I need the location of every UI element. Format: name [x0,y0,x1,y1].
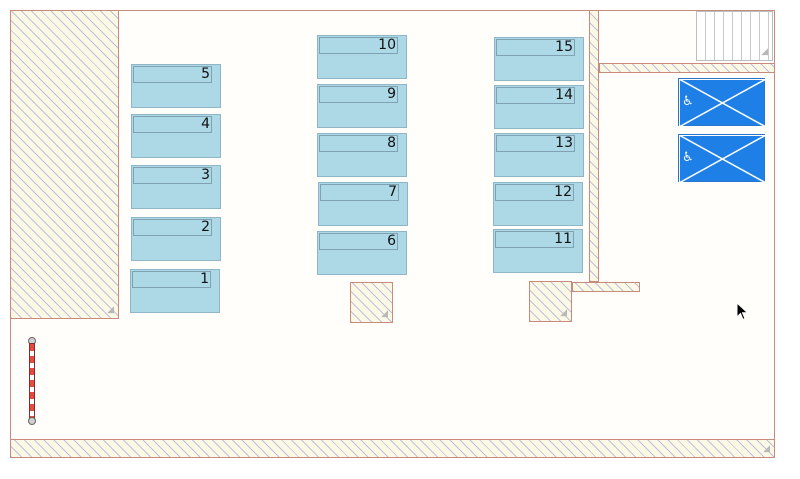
space-label-box [319,86,398,103]
accessible-parking-space[interactable]: ♿ [678,134,766,183]
space-number: 4 [201,116,210,132]
barrier-bottom-cap [28,417,36,425]
parking-space[interactable]: 15 [494,37,584,81]
space-number: 10 [378,37,396,53]
space-number: 14 [555,87,573,103]
top-right-ledge[interactable] [599,63,775,73]
space-label-box [495,184,574,201]
space-number: 13 [555,135,573,151]
space-label-box [496,135,575,152]
space-label-box [496,39,575,56]
space-number: 1 [200,271,209,287]
space-label-box [133,167,212,184]
space-number: 2 [201,219,210,235]
space-number: 15 [555,39,573,55]
resize-grip-icon[interactable]: ◢ [560,308,567,318]
parking-space[interactable]: 14 [494,85,584,129]
parking-space[interactable]: 9 [317,84,407,128]
bottom-wall[interactable]: ◢ [10,439,775,458]
small-ledge[interactable] [572,282,640,292]
resize-grip-icon[interactable]: ◢ [763,444,770,454]
space-number: 3 [201,167,210,183]
space-label-box [132,271,211,288]
space-number: 11 [554,231,572,247]
resize-grip-icon[interactable]: ◢ [107,305,114,315]
resize-grip-icon[interactable]: ◢ [381,309,388,319]
space-label-box [495,231,574,248]
parking-space[interactable]: 3 [131,165,221,209]
pillar-center[interactable]: ◢ [350,282,393,323]
left-building-block[interactable]: ◢ [10,10,119,319]
space-label-box [496,87,575,104]
wheelchair-icon: ♿ [682,94,694,109]
accessible-parking-space[interactable]: ♿ [678,78,766,127]
parking-space[interactable]: 13 [494,133,584,177]
mouse-cursor-icon [736,302,749,321]
wheelchair-icon: ♿ [682,150,694,165]
vertical-divider-wall[interactable] [589,10,599,282]
parking-space[interactable]: 5 [131,64,221,108]
parking-space[interactable]: 12 [493,182,583,226]
staircase[interactable]: ◢ [696,11,773,61]
space-number: 6 [387,233,396,249]
parking-space[interactable]: 4 [131,114,221,158]
space-label-box [133,219,212,236]
space-number: 7 [388,184,397,200]
parking-space[interactable]: 1 [130,269,220,313]
space-label-box [320,184,399,201]
parking-space[interactable]: 11 [493,229,583,273]
resize-grip-icon[interactable]: ◢ [761,47,768,57]
parking-space[interactable]: 6 [317,231,407,275]
parking-space[interactable]: 8 [317,133,407,177]
parking-space[interactable]: 10 [317,35,407,79]
space-number: 12 [554,184,572,200]
space-label-box [133,116,212,133]
pillar-right[interactable]: ◢ [529,281,572,322]
cross-marking [679,135,766,183]
space-label-box [133,66,212,83]
parking-space[interactable]: 2 [131,217,221,261]
space-number: 5 [201,66,210,82]
barrier-gate[interactable] [28,337,36,425]
space-number: 9 [387,86,396,102]
space-label-box [319,135,398,152]
space-number: 8 [387,135,396,151]
barrier-pole [29,343,35,421]
parking-space[interactable]: 7 [318,182,408,226]
space-label-box [319,233,398,250]
space-label-box [319,37,398,54]
cross-marking [679,79,766,127]
